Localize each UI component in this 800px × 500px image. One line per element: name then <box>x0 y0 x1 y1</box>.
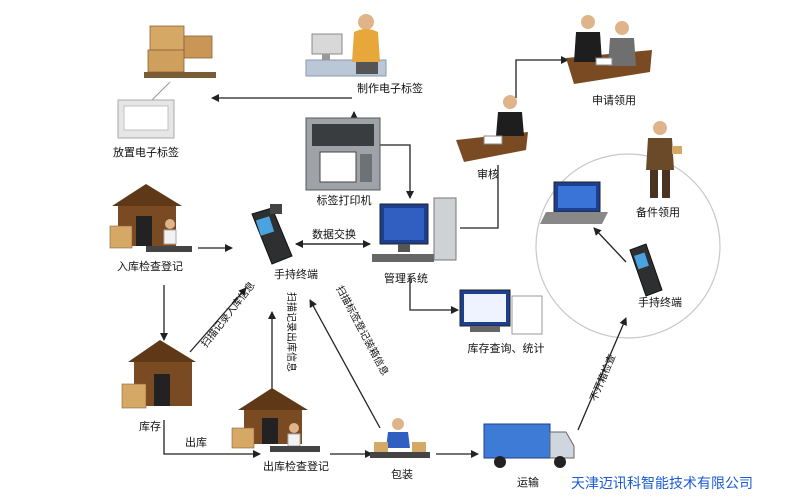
label-scan-inbound: 扫描记录入库信息 <box>198 279 257 350</box>
label-printer-icon <box>305 117 381 191</box>
arrow-printer-mgmt <box>380 144 414 199</box>
label-data-exchange: 数据交换 <box>312 227 356 241</box>
connectors <box>160 56 627 458</box>
company-name: 天津迈讯科智能技术有限公司 <box>571 476 753 492</box>
application-meeting-icon <box>566 15 652 84</box>
label-mgmt: 管理系统 <box>384 271 428 285</box>
arrow-warehouse-handheld <box>189 287 247 353</box>
label-out: 出库 <box>185 435 207 449</box>
label-inventory: 库存查询、统计 <box>468 341 545 355</box>
handheld-terminal-2-icon <box>629 243 663 297</box>
label-scan-packing: 扫描标签登记装箱信息 <box>333 283 391 377</box>
label-place-tag: 放置电子标签 <box>113 145 179 159</box>
person-at-computer-icon <box>305 14 387 77</box>
tag-leader-line <box>149 81 171 103</box>
boxes-pallet-icon <box>144 25 216 78</box>
spare-part-person-icon <box>646 121 682 198</box>
label-warehouse: 库存 <box>139 419 161 433</box>
label-pack: 包装 <box>391 468 413 481</box>
label-scan-outbound: 扫描记录出库信息 <box>285 292 298 372</box>
electronic-tag-icon <box>117 99 175 139</box>
arrow-review-mgmt <box>460 165 499 229</box>
label-apply: 申请领用 <box>592 94 636 107</box>
label-unpack-check: 不开箱检查 <box>587 352 619 403</box>
label-review: 审核 <box>477 167 499 181</box>
arrow-mgmt-inventory <box>409 278 459 314</box>
handheld-terminal-icon <box>251 204 293 265</box>
warehouse-icon <box>121 340 196 409</box>
label-inbound: 入库检查登记 <box>117 259 183 273</box>
arrow-warehouse-outbound <box>163 420 261 458</box>
truck-icon <box>483 423 575 468</box>
label-outbound: 出库检查登记 <box>263 459 329 473</box>
laptop-icon <box>540 181 608 224</box>
outbound-warehouse-icon <box>231 388 320 452</box>
label-handheld: 手持终端 <box>274 267 318 281</box>
inbound-warehouse-icon <box>109 184 192 252</box>
arrow-transport-handheld <box>577 317 627 431</box>
management-computer-icon <box>372 197 457 262</box>
label-make-tag: 制作电子标签 <box>357 81 423 95</box>
arrow-pack-handheld <box>309 299 381 429</box>
label-spare: 备件领用 <box>636 205 680 219</box>
label-printer: 标签打印机 <box>317 193 372 207</box>
arrow-handheld-laptop <box>593 227 627 263</box>
arrow-review-apply <box>515 56 569 98</box>
spare-usage-circle <box>535 153 721 339</box>
inventory-monitor-icon <box>459 289 543 335</box>
label-transport: 运输 <box>517 475 539 489</box>
label-handheld-2: 手持终端 <box>638 295 682 309</box>
packing-worker-icon <box>370 418 430 458</box>
reviewer-at-desk-icon <box>456 95 528 162</box>
